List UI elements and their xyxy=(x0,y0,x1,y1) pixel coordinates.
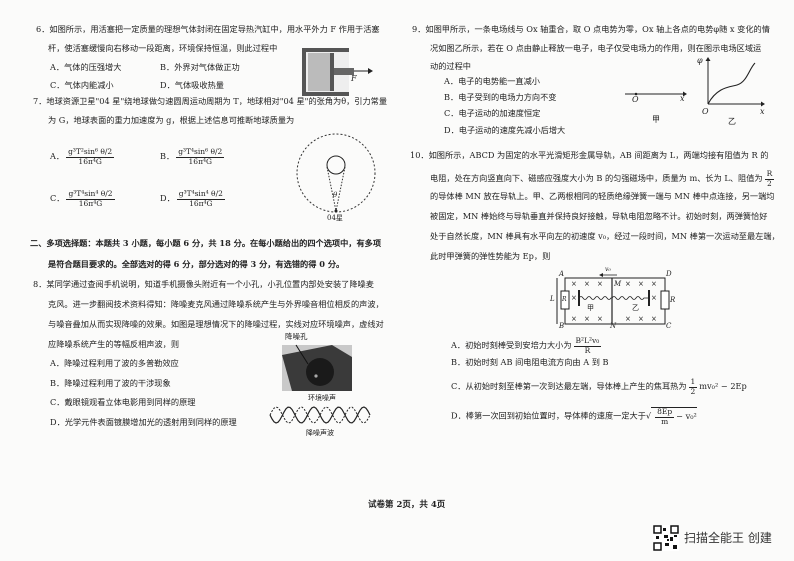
field-cross-mark: × xyxy=(571,315,577,323)
q8-stem-line4: 应降噪系统产生的等幅反相声波，则 xyxy=(48,339,180,349)
q7-satellite-label: 04星 xyxy=(327,214,343,222)
q10-fig-n: N xyxy=(610,322,617,330)
q9-option-b: B．电子受到的电场力方向不变 xyxy=(444,92,557,102)
q9-stem-line2: 况如图乙所示，若在 O 点由静止释放一电子，电子仅受电场力的作用，则在图示电场区… xyxy=(430,43,762,53)
q6-option-c: C．气体内能减小 xyxy=(50,80,114,90)
q10-fig-d: D xyxy=(666,270,672,278)
q8-env-noise-label: 环境噪声 xyxy=(308,394,336,402)
q6-force-label: F xyxy=(351,74,357,83)
q10-fig-b: B xyxy=(559,322,565,330)
q10-rail-circuit-figure xyxy=(556,273,670,325)
field-cross-mark: × xyxy=(571,294,577,302)
q10-fig-spring-yi: 乙 xyxy=(632,304,639,312)
field-cross-mark: × xyxy=(625,280,631,288)
q6-option-d: D．气体吸收热量 xyxy=(160,80,224,90)
q10-stem-line6: 此时甲弹簧的弹性势能为 Ep，则 xyxy=(430,251,551,261)
q10-fig-m: M xyxy=(614,280,622,288)
q9-field-line-figure xyxy=(625,91,687,97)
q8-stem-line3: 与噪音叠加从而实现降噪的效果。如图是理想情况下的降噪过程，实线对应环境噪声，虚线… xyxy=(48,319,384,329)
field-cross-mark: × xyxy=(651,294,657,302)
q9-potential-graph xyxy=(705,57,765,107)
q9-stem-line3: 动的过程中 xyxy=(430,61,471,71)
qr-code-icon xyxy=(653,525,679,551)
q8-wave-figure xyxy=(269,406,371,424)
q8-option-b: B．降噪过程利用了波的干涉现象 xyxy=(50,378,171,388)
field-cross-mark: × xyxy=(638,280,644,288)
q9-option-c: C．电子运动的加速度恒定 xyxy=(444,108,541,118)
q9-label-jia: 甲 xyxy=(652,115,660,124)
section2-heading-line1: 二、多项选择题：本题共 3 小题，每小题 6 分，共 18 分。在每小题给出的四… xyxy=(30,238,382,248)
q10-fig-r-right: R xyxy=(670,296,676,304)
q7-orbit-figure xyxy=(296,133,376,213)
q8-phone-photo xyxy=(282,344,352,391)
field-cross-mark: × xyxy=(625,315,631,323)
q8-stem-line2: 克风。进一步翻阅技术资料得知：降噪麦克风通过降噪系统产生与外界噪音相位相反的声波… xyxy=(48,299,384,309)
q10-fig-r-left: R xyxy=(562,296,567,303)
q10-stem-line4: 被固定，MN 棒始终与导轨垂直并保持良好接触，导轨电阻忽略不计。初始时刻，两弹簧… xyxy=(430,211,768,221)
q8-option-d: D．光学元件表面镀膜增加光的透射用到同样的原理 xyxy=(50,417,237,427)
q8-hole-label: 降噪孔 xyxy=(285,332,308,341)
q9-phi-axis-label: φ xyxy=(697,56,703,65)
q9-jia-origin: O xyxy=(632,95,639,104)
q10-fig-c: C xyxy=(666,322,672,330)
q10-fig-l: L xyxy=(550,295,555,303)
q6-option-a: A．气体的压强增大 xyxy=(50,62,122,72)
q7-stem-line1: 7．地球资源卫星"04 星"绕地球做匀速圆周运动周期为 T，地球相对"04 星"… xyxy=(33,96,388,106)
q10-stem-line2: 电阻，处在方向竖直向下、磁感应强度大小为 B 的匀强磁场中，质量为 m、长为 L… xyxy=(430,169,775,188)
q8-stem-line1: 8．某同学通过查阅手机说明，知道手机摄像头附近有一个小孔，小孔位置内部处安装了降… xyxy=(33,279,374,289)
q9-label-yi: 乙 xyxy=(728,117,736,126)
field-cross-mark: × xyxy=(638,315,644,323)
q9-option-a: A．电子的电势能一直减小 xyxy=(444,76,540,86)
q10-fig-spring-jia: 甲 xyxy=(587,304,594,312)
q7-angle-label: θ xyxy=(333,191,338,199)
scanner-watermark: 扫描全能王 创建 xyxy=(684,531,772,545)
field-cross-mark: × xyxy=(584,315,590,323)
q10-stem-line1: 10．如图所示，ABCD 为固定的水平光滑矩形金属导轨，AB 间距离为 L，两端… xyxy=(410,150,769,160)
field-cross-mark: × xyxy=(571,280,577,288)
q7-stem-line2: 为 G，地球表面的重力加速度为 g，根据上述信息可推断地球质量为 xyxy=(48,115,295,125)
field-cross-mark: × xyxy=(651,280,657,288)
field-cross-mark: × xyxy=(597,315,603,323)
field-cross-mark: × xyxy=(597,280,603,288)
q8-anti-noise-label: 降噪声波 xyxy=(306,429,334,437)
q10-fig-v0: v₀ xyxy=(605,266,611,273)
q10-option-b: B．初始时刻 AB 间电阻电流方向由 A 到 B xyxy=(451,357,609,367)
field-cross-mark: × xyxy=(584,280,590,288)
q8-option-a: A．降噪过程利用了波的多普勒效应 xyxy=(50,358,179,368)
q10-fig-a: A xyxy=(559,270,565,278)
field-cross-mark: × xyxy=(651,315,657,323)
q9-option-d: D．电子运动的速度先减小后增大 xyxy=(444,125,566,135)
q9-jia-x: x xyxy=(680,94,685,103)
q10-stem-line5: 处于自然长度，MN 棒具有水平向左的初速度 v₀，经过一段时间，MN 棒第一次运… xyxy=(430,231,780,241)
q10-stem-line3: 的导体棒 MN 放在导轨上。甲、乙两根相同的轻质绝缘弹簧一端与 MN 棒中点连接… xyxy=(430,191,775,201)
q6-option-b: B．外界对气体做正功 xyxy=(160,62,240,72)
q6-stem-line1: 6．如图所示，用活塞把一定质量的理想气体封闭在固定导热汽缸中，用水平外力 F 作… xyxy=(36,24,380,34)
q8-option-c: C．戴眼镜观看立体电影用到同样的原理 xyxy=(50,397,196,407)
section2-heading-line2: 是符合题目要求的。全部选对的得 6 分，部分选对的得 3 分，有选错的得 0 分… xyxy=(48,259,345,269)
q9-yi-x: x xyxy=(760,107,765,116)
q9-yi-origin: O xyxy=(702,107,709,116)
page-footer: 试卷第 2页，共 4页 xyxy=(368,500,446,510)
q6-stem-line2: 杆，使活塞缓慢向右移动一段距离，环境保持恒温，则此过程中 xyxy=(48,43,278,53)
q9-stem-line1: 9．如图甲所示，一条电场线与 Ox 轴重合，取 O 点电势为零，Ox 轴上各点的… xyxy=(412,24,770,34)
q6-cylinder-figure xyxy=(302,48,373,96)
